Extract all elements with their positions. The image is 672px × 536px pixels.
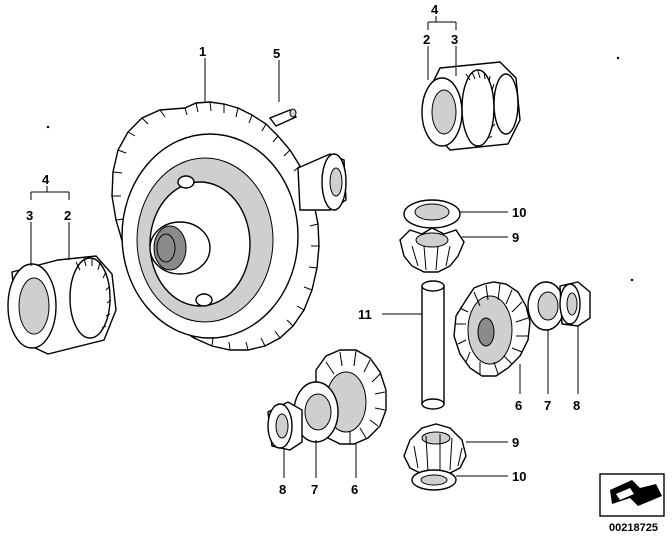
label-part-10-bottom: 10 (512, 469, 526, 484)
label-part-8-bottom: 8 (279, 482, 286, 497)
document-number: 00218725 (609, 522, 658, 534)
label-part-2-left: 2 (64, 208, 71, 223)
label-part-11: 11 (358, 307, 372, 322)
speck (616, 56, 620, 60)
label-part-4-top: 4 (431, 2, 439, 17)
label-part-7-right: 7 (544, 398, 551, 413)
speck (46, 125, 50, 129)
label-part-2-top: 2 (423, 32, 430, 47)
washer-part-7-right (527, 281, 565, 331)
label-part-8-right: 8 (573, 398, 580, 413)
pinion-part-9-bottom (403, 423, 467, 475)
label-part-10-top: 10 (512, 205, 526, 220)
ring-gear-assembly (111, 101, 347, 351)
label-part-3-top: 3 (451, 32, 458, 47)
label-part-1: 1 (199, 44, 206, 59)
bushing-part-8-right (559, 281, 591, 327)
label-part-3-left: 3 (26, 208, 33, 223)
bearing-assembly-left (7, 255, 117, 355)
washer-part-10-bottom (411, 469, 457, 491)
label-part-7-bottom: 7 (311, 482, 318, 497)
bushing-part-8-bottom (267, 401, 303, 451)
label-part-6-right: 6 (515, 398, 522, 413)
arrow-icon (610, 480, 662, 506)
label-part-6-bottom: 6 (351, 482, 358, 497)
bearing-assembly-top (421, 61, 521, 151)
leader-lines (30, 16, 579, 478)
pinion-part-9-top (399, 227, 465, 273)
label-part-5: 5 (273, 46, 280, 61)
bevel-gear-part-6-right (453, 281, 531, 377)
label-part-9-bottom: 9 (512, 435, 519, 450)
label-part-9-top: 9 (512, 230, 519, 245)
shaft-part-11 (421, 280, 445, 410)
washer-part-7-bottom (293, 381, 339, 443)
label-part-4-left: 4 (42, 172, 50, 187)
washer-part-10-top (403, 199, 461, 229)
direction-box (599, 473, 665, 517)
speck (630, 278, 634, 282)
pin-part-5 (268, 108, 298, 127)
